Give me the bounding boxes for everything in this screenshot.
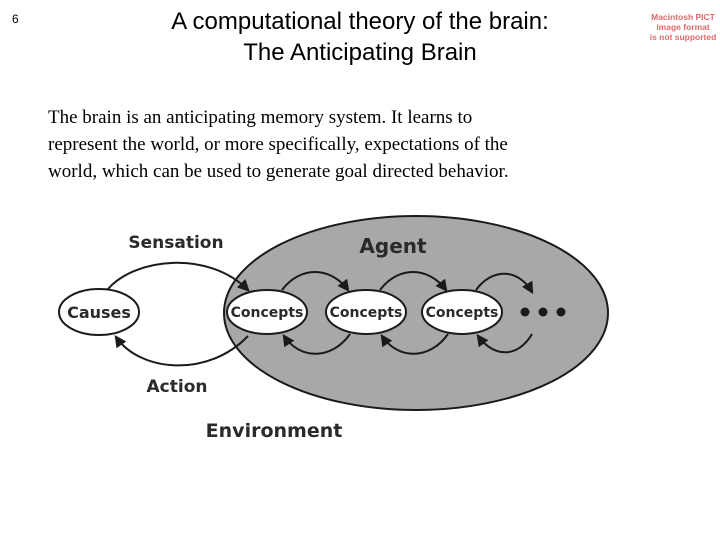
concepts-node-2 <box>325 289 407 335</box>
forward-arrow-2 <box>379 271 448 292</box>
backward-arrow-1 <box>282 333 351 355</box>
causes-node <box>58 288 140 336</box>
title-line-2: The Anticipating Brain <box>243 39 477 66</box>
continuation-dot-2 <box>538 307 548 317</box>
unsupported-image-notice: Macintosh PICT image format is not suppo… <box>640 12 720 42</box>
concepts-node-3 <box>421 289 503 335</box>
agent-ellipse <box>223 215 609 411</box>
concepts-label-2: Concepts <box>330 305 403 321</box>
concepts-label-1: Concepts <box>231 305 304 321</box>
backward-arrow-3 <box>476 333 533 354</box>
sensation-arrow <box>107 261 250 292</box>
notice-line-2: image format <box>656 22 710 32</box>
title-line-1: A computational theory of the brain: <box>171 8 549 35</box>
action-arrow <box>114 335 249 367</box>
slide-number: 6 <box>12 12 19 26</box>
body-line-3: world, which can be used to generate goa… <box>48 161 509 182</box>
concepts-label-3: Concepts <box>426 305 499 321</box>
causes-label: Causes <box>67 303 131 322</box>
continuation-dot-1 <box>520 307 530 317</box>
environment-label: Environment <box>206 420 343 442</box>
agent-label: Agent <box>359 234 427 258</box>
notice-line-1: Macintosh PICT <box>651 12 715 22</box>
sensation-label: Sensation <box>128 233 223 253</box>
continuation-dot-3 <box>556 307 566 317</box>
forward-arrow-3 <box>475 272 534 295</box>
backward-arrow-2 <box>380 333 449 355</box>
forward-arrow-1 <box>281 271 350 292</box>
concepts-node-1 <box>226 289 308 335</box>
action-label: Action <box>147 377 208 397</box>
body-line-1: The brain is an anticipating memory syst… <box>48 107 473 128</box>
body-paragraph: The brain is an anticipating memory syst… <box>48 104 668 185</box>
slide-title: A computational theory of the brain: The… <box>100 6 620 68</box>
body-line-2: represent the world, or more specificall… <box>48 134 508 155</box>
notice-line-3: is not supported <box>649 32 717 42</box>
